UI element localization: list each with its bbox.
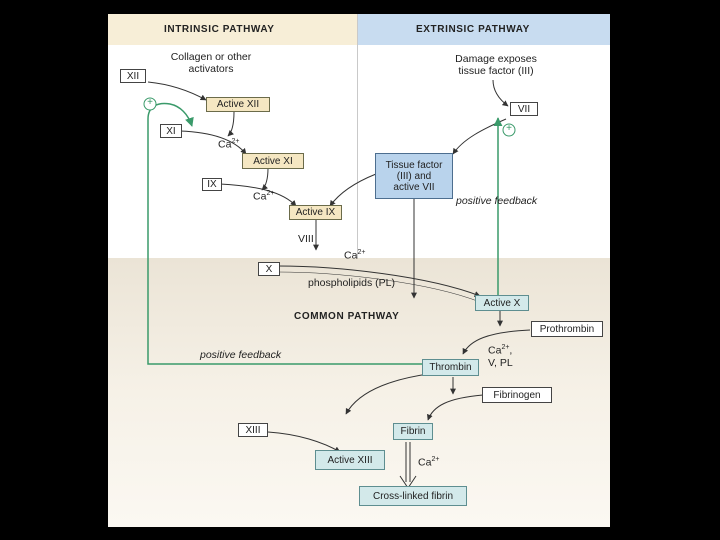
arrows-layer bbox=[143, 79, 531, 489]
plus-circle-intrinsic bbox=[143, 97, 157, 111]
prothrombin-box: Prothrombin bbox=[531, 321, 603, 337]
arrow-active-xi-down bbox=[261, 167, 269, 191]
arrow-fibrinogen-to-fibrin bbox=[426, 394, 484, 421]
activators-label: Collagen or other activators bbox=[170, 51, 252, 75]
arrow-damage-to-vii bbox=[492, 79, 509, 107]
factor-viii-label: VIII bbox=[298, 233, 314, 245]
active-xii-box: Active XII bbox=[206, 97, 270, 112]
arrow-ix-to-active-ix bbox=[219, 183, 297, 207]
plus-circle-extrinsic bbox=[502, 123, 516, 137]
damage-label: Damage exposes tissue factor (III) bbox=[455, 53, 537, 77]
factor-xiii-box: XIII bbox=[238, 423, 268, 437]
arrow-x-to-active-x-outline bbox=[277, 271, 481, 303]
cross-linked-fibrin-box: Cross-linked fibrin bbox=[359, 486, 467, 506]
common-feedback-label: positive feedback bbox=[200, 349, 282, 361]
calcium-v-pl-label: Ca2+, V, PL bbox=[488, 344, 513, 369]
fibrin-box: Fibrin bbox=[393, 423, 433, 440]
active-ix-box: Active IX bbox=[289, 205, 342, 220]
thrombin-box: Thrombin bbox=[422, 359, 479, 376]
calcium-label-3: Ca2+ bbox=[344, 249, 366, 262]
extrinsic-panel bbox=[357, 14, 610, 258]
tissue-factor-box: Tissue factor (III) and active VII bbox=[375, 153, 453, 199]
arrow-tissue-factor-to-active-ix bbox=[329, 173, 377, 207]
pathway-divider bbox=[357, 14, 358, 258]
plus-sign-intrinsic: + bbox=[147, 97, 153, 108]
arrow-active-xii-down bbox=[227, 111, 235, 137]
arrow-xi-to-active-xi bbox=[179, 130, 247, 155]
calcium-label-1: Ca2+ bbox=[218, 138, 240, 151]
feedback-thrombin-to-xi bbox=[147, 102, 422, 365]
coagulation-cascade-diagram: INTRINSIC PATHWAY EXTRINSIC PATHWAY COMM… bbox=[108, 14, 610, 527]
extrinsic-header: EXTRINSIC PATHWAY bbox=[416, 24, 530, 35]
arrow-xii-to-active-xii bbox=[147, 81, 207, 101]
intrinsic-header: INTRINSIC PATHWAY bbox=[164, 24, 275, 35]
arrow-fibrin-to-crosslinked bbox=[399, 442, 417, 489]
extrinsic-feedback-label: positive feedback bbox=[456, 195, 538, 207]
common-header: COMMON PATHWAY bbox=[294, 311, 400, 322]
active-xiii-box: Active XIII bbox=[315, 450, 385, 470]
calcium-label-2: Ca2+ bbox=[253, 190, 275, 203]
arrow-thrombin-to-xiii bbox=[345, 373, 429, 415]
factor-xi-box: XI bbox=[160, 124, 182, 138]
plus-sign-extrinsic: + bbox=[506, 123, 512, 134]
arrow-prothrombin-to-thrombin bbox=[462, 329, 531, 355]
intrinsic-header-band bbox=[108, 14, 357, 45]
factor-xii-box: XII bbox=[120, 69, 146, 83]
factor-ix-box: IX bbox=[202, 178, 222, 191]
extrinsic-header-band bbox=[357, 14, 610, 45]
active-x-box: Active X bbox=[475, 295, 529, 311]
active-xi-box: Active XI bbox=[242, 153, 304, 169]
fibrinogen-box: Fibrinogen bbox=[482, 387, 552, 403]
arrow-xiii-to-active-xiii bbox=[267, 431, 341, 453]
factor-x-box: X bbox=[258, 262, 280, 276]
arrow-x-to-active-x bbox=[277, 265, 481, 297]
phospholipids-label: phospholipids (PL) bbox=[308, 277, 395, 289]
calcium-label-4: Ca2+ bbox=[418, 456, 440, 469]
factor-vii-box: VII bbox=[510, 102, 538, 116]
